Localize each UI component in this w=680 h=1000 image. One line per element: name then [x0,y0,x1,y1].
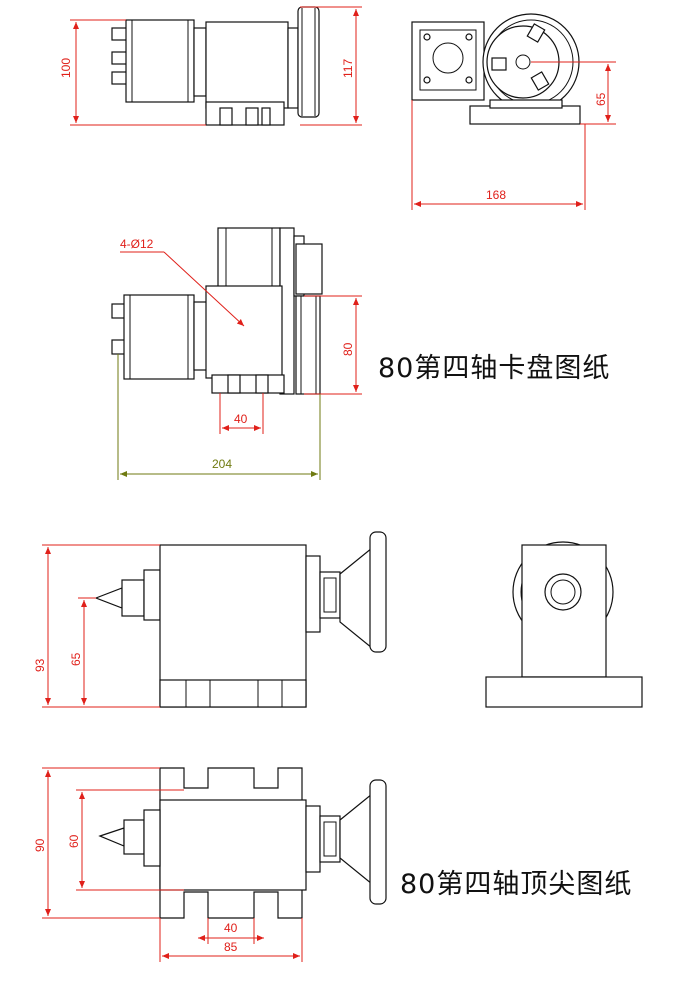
dim-93: 93 [33,658,47,672]
dim-204: 204 [212,457,232,471]
chuck-drawing-caption: 80第四轴卡盘图纸 [378,353,611,384]
tailstock-front-view: 93 65 [33,531,387,708]
dim-60: 60 [67,834,81,848]
dim-90: 90 [33,838,47,852]
chuck-front-view: 100 117 [59,6,362,126]
chuck-side-view: 168 65 [411,13,616,210]
dim-85: 85 [224,940,238,954]
dim-40-top: 40 [234,412,248,426]
dim-100: 100 [59,58,73,78]
dim-hole: 4-Ø12 [120,237,154,251]
dim-65-side: 65 [594,92,608,106]
tailstock-side-view [485,541,643,708]
chuck-top-view: 4-Ø12 80 40 204 [111,227,362,480]
dim-80: 80 [341,342,355,356]
tailstock-top-view: 90 60 40 85 [33,767,387,962]
tailstock-drawing-caption: 80第四轴顶尖图纸 [400,869,633,900]
dim-168: 168 [486,188,506,202]
dim-40-bottom: 40 [224,921,238,935]
dim-117: 117 [341,59,355,78]
dim-65-tail: 65 [69,652,83,666]
